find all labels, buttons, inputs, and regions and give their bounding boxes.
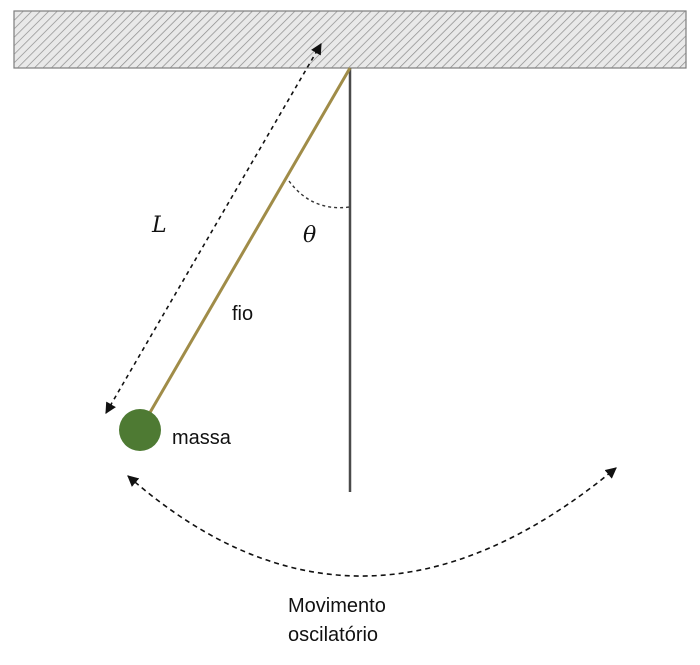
pendulum-string <box>139 67 352 429</box>
string-label: fio <box>232 303 253 325</box>
angle-label: θ <box>303 223 316 248</box>
angle-arc <box>288 180 351 209</box>
motion-label-line2: oscilatório <box>288 624 378 646</box>
length-arrow <box>105 43 322 414</box>
mass-label: massa <box>172 427 232 449</box>
oscillation-arrow <box>127 467 617 577</box>
length-label: L <box>151 213 167 238</box>
pendulum-mass <box>119 409 161 451</box>
ceiling-support <box>13 10 687 69</box>
motion-label-line1: Movimento <box>288 595 386 617</box>
